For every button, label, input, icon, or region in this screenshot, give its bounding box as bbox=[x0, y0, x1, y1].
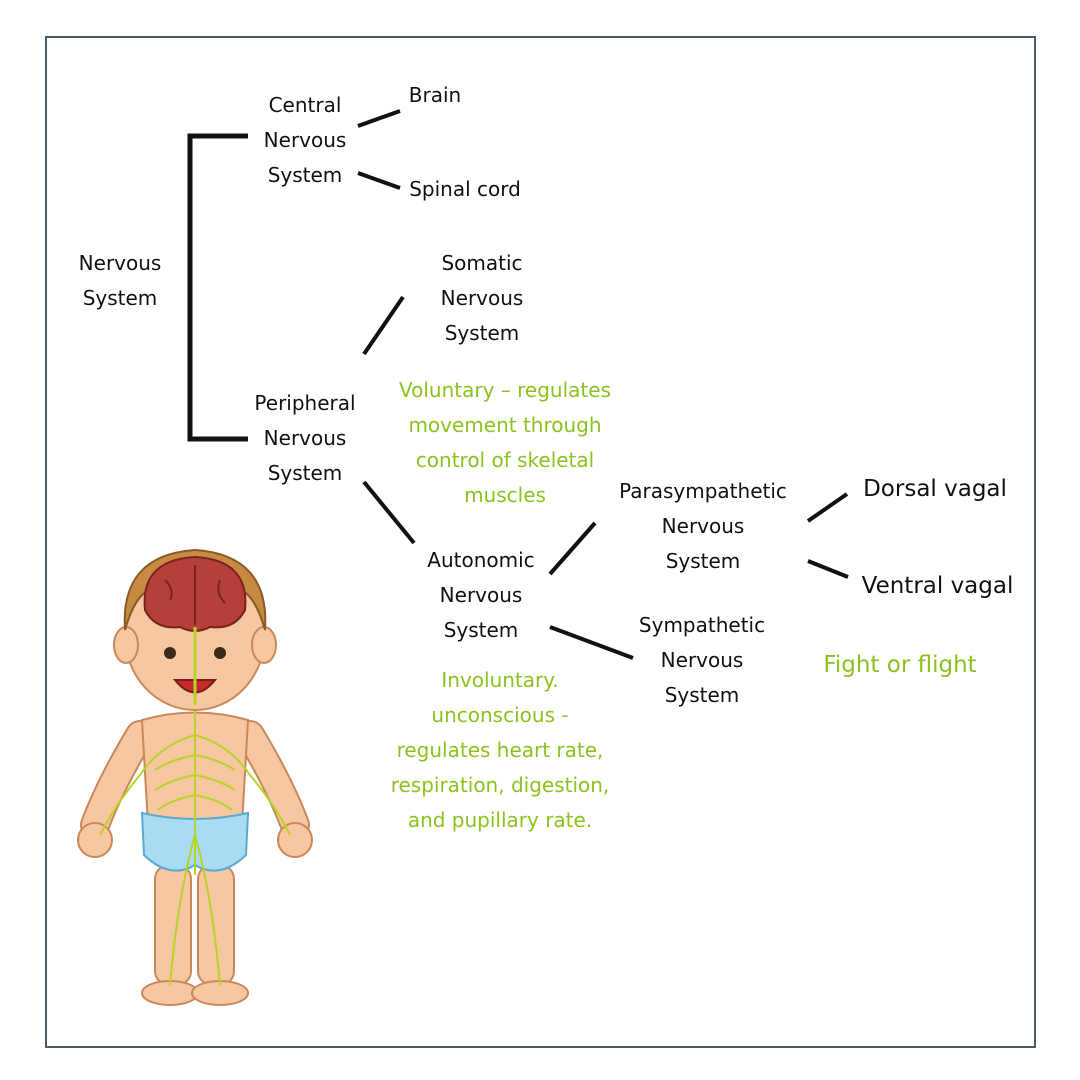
note-involuntary: Involuntary.unconscious -regulates heart… bbox=[390, 668, 610, 832]
node-dorsal-vagal: Dorsal vagal bbox=[863, 476, 1007, 502]
diagram-frame bbox=[45, 36, 1036, 1048]
node-brain: Brain bbox=[408, 83, 462, 107]
connector-cns-spinal bbox=[357, 171, 401, 190]
node-spinal-cord: Spinal cord bbox=[409, 177, 521, 201]
connector-autonomic-sympathetic bbox=[549, 625, 634, 660]
connector-parasympathetic-dorsal bbox=[806, 492, 849, 523]
connector-cns-brain bbox=[357, 109, 401, 128]
connector-pns-autonomic bbox=[362, 480, 416, 545]
note-fight-or-flight: Fight or flight bbox=[823, 652, 977, 678]
connector-autonomic-parasympathetic bbox=[548, 521, 597, 576]
connector-parasympathetic-ventral bbox=[807, 559, 849, 579]
main-bracket bbox=[187, 133, 248, 442]
connector-pns-somatic bbox=[362, 295, 405, 356]
child-nervous-system-illustration bbox=[77, 548, 313, 1006]
node-ventral-vagal: Ventral vagal bbox=[861, 573, 1014, 599]
